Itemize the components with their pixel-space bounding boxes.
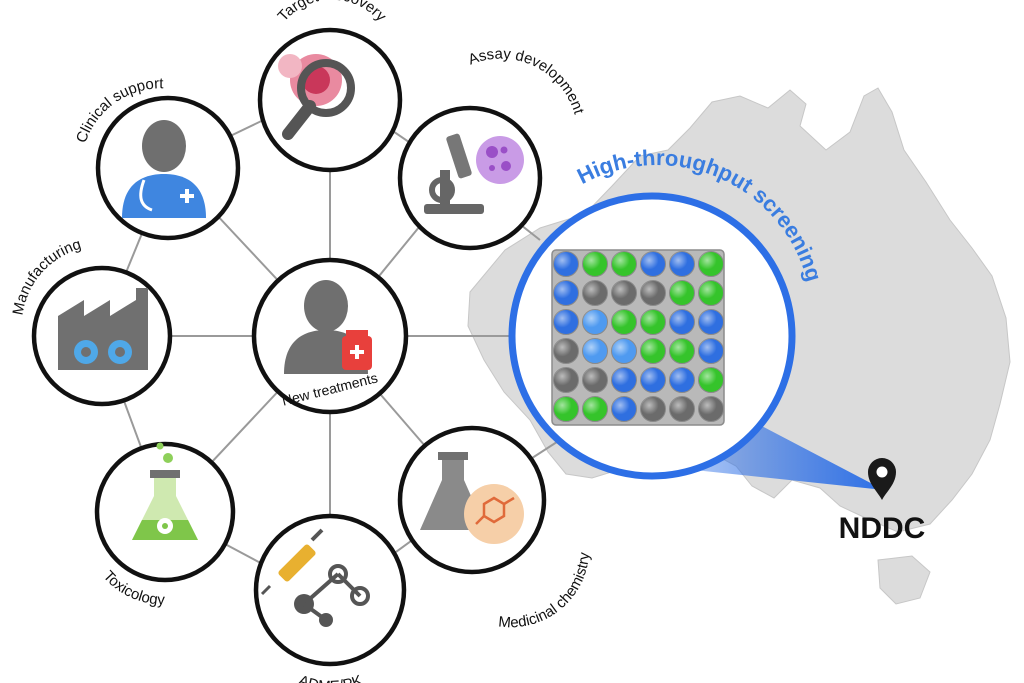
plate-well-highlight <box>582 367 608 393</box>
plate-well-highlight <box>669 338 695 364</box>
node-label-assay-development: Assay development <box>466 45 588 116</box>
radioactive-flask-icon <box>132 442 198 540</box>
plate-well-highlight <box>553 367 579 393</box>
plate-well-highlight <box>582 338 608 364</box>
node-assay-development <box>397 105 543 251</box>
plate-well-highlight <box>640 338 666 364</box>
microscope-icon <box>424 133 524 214</box>
patient-medicine-icon <box>284 280 372 374</box>
hub-new-treatments: New treatments <box>251 257 409 415</box>
node-adme-pk <box>253 513 407 667</box>
node-manufacturing <box>31 265 173 407</box>
plate-well-highlight <box>640 309 666 335</box>
map-pin-icon <box>868 458 896 500</box>
plate-well-highlight <box>582 396 608 422</box>
magnifier-cell-icon <box>278 54 355 140</box>
plate-well-highlight <box>611 309 637 335</box>
plate-well-highlight <box>611 367 637 393</box>
tasmania-shape <box>877 555 931 605</box>
factory-gears-icon <box>58 288 148 370</box>
plate-well-highlight <box>669 280 695 306</box>
plate-well-highlight <box>698 396 724 422</box>
screening-lens <box>508 192 796 480</box>
plate-well-highlight <box>582 309 608 335</box>
plate-well-highlight <box>640 396 666 422</box>
plate-well-highlight <box>553 280 579 306</box>
plate-well-highlight <box>553 309 579 335</box>
node-label-adme-pk: ADME/PK <box>296 672 365 683</box>
syringe-molecule-icon <box>260 528 370 627</box>
plate-well-highlight <box>669 251 695 277</box>
plate-well-highlight <box>698 280 724 306</box>
node-target-discovery <box>257 27 403 173</box>
plate-well-highlight <box>611 338 637 364</box>
plate-well-highlight <box>669 396 695 422</box>
flask-molecule-icon <box>420 452 524 544</box>
plate-well-highlight <box>640 280 666 306</box>
plate-well-highlight <box>698 367 724 393</box>
plate-well-highlight <box>611 251 637 277</box>
plate-wells <box>553 251 724 422</box>
plate-well-highlight <box>698 309 724 335</box>
node-label-target-discovery: Target discovery <box>275 0 390 25</box>
plate-well-highlight <box>640 251 666 277</box>
node-label-medicinal-chemistry: Medicinal chemistry <box>498 551 594 631</box>
plate-well-highlight <box>553 338 579 364</box>
plate-well-highlight <box>582 280 608 306</box>
plate-well-highlight <box>698 251 724 277</box>
node-clinical-support <box>95 95 241 241</box>
plate-well-highlight <box>553 251 579 277</box>
location-label: NDDC <box>839 512 926 545</box>
node-medicinal-chemistry <box>397 425 547 575</box>
screening-plate <box>551 249 725 426</box>
plate-well-highlight <box>611 280 637 306</box>
plate-well-highlight <box>669 367 695 393</box>
plate-well-highlight <box>698 338 724 364</box>
plate-well-highlight <box>669 309 695 335</box>
plate-well-highlight <box>553 396 579 422</box>
doctor-icon <box>122 120 206 218</box>
plate-well-highlight <box>640 367 666 393</box>
node-toxicology <box>94 441 236 583</box>
plate-well-highlight <box>582 251 608 277</box>
plate-well-highlight <box>611 396 637 422</box>
